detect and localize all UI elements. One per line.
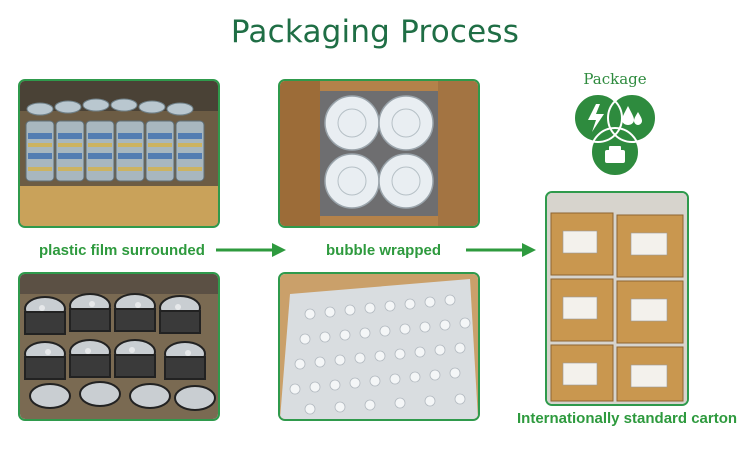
- photo-bubble-wrap: [278, 272, 480, 421]
- photo-film-rolls-wrapped: [18, 272, 220, 421]
- photo-film-rolls-stacked: [18, 79, 220, 228]
- photo-cartons: [545, 191, 689, 406]
- package-venn-icon: [572, 92, 658, 182]
- caption-bubble-wrapped: bubble wrapped: [326, 242, 442, 259]
- caption-plastic-film: plastic film surrounded: [39, 242, 205, 259]
- caption-carton: Internationally standard carton: [517, 410, 738, 427]
- page-title: Packaging Process: [230, 14, 520, 50]
- arrow-right-icon: [216, 242, 286, 258]
- arrow-right-icon: [466, 242, 536, 258]
- photo-bubble-box: [278, 79, 480, 228]
- package-label: Package: [583, 70, 647, 88]
